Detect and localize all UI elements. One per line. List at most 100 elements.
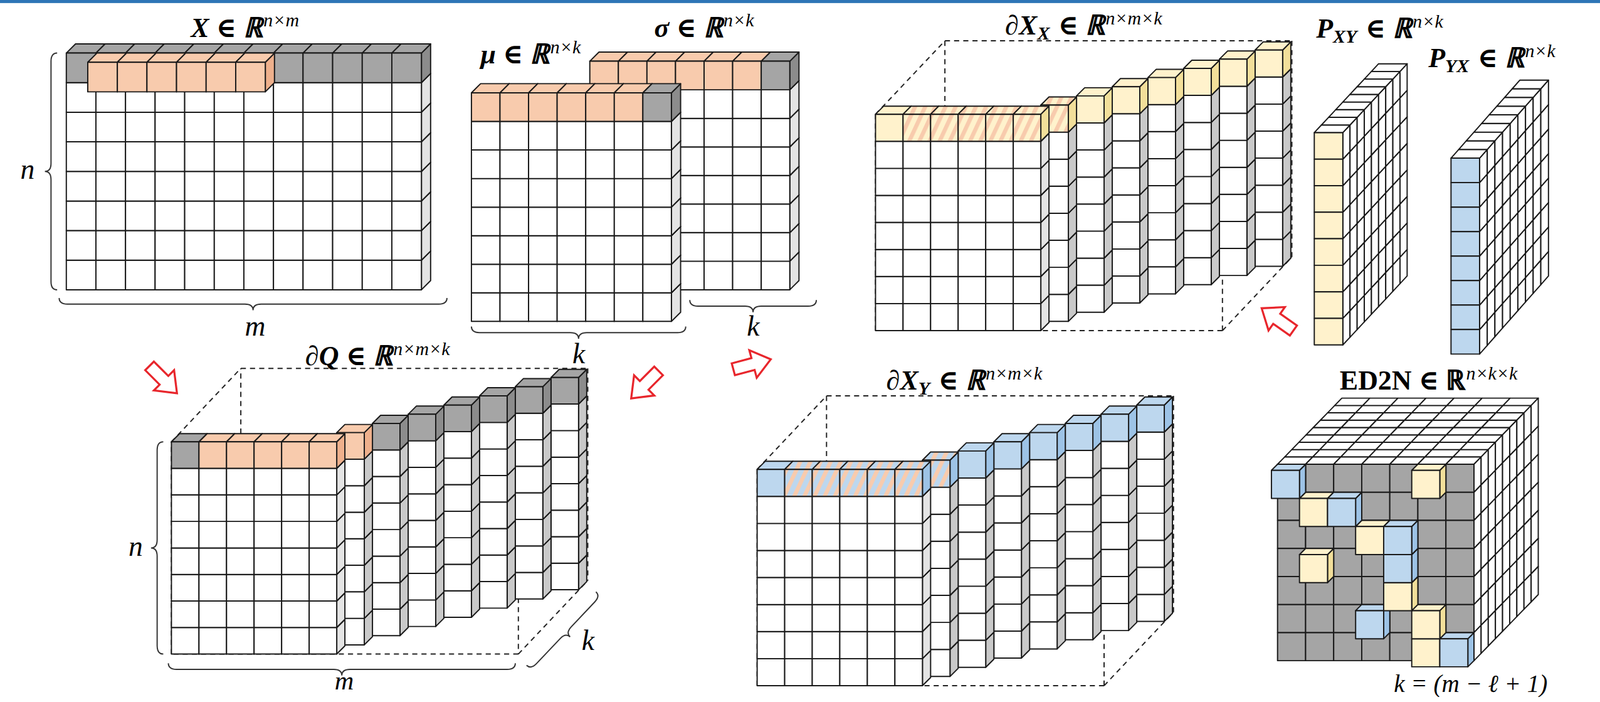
- cube-front: [761, 232, 790, 262]
- cube-front: [500, 92, 530, 122]
- cube-top: [479, 387, 516, 396]
- cube-front: [253, 574, 282, 601]
- cube-front: [1076, 176, 1105, 204]
- cube-front: [985, 141, 1014, 169]
- cube-front: [214, 112, 244, 142]
- cube-front: [839, 631, 868, 659]
- cube-front: [243, 260, 274, 290]
- cube-front: [839, 577, 868, 605]
- cube-front: [957, 303, 986, 331]
- cube-front: [1439, 638, 1468, 667]
- slab-top-cell: [1473, 123, 1511, 133]
- cube-front: [528, 292, 558, 322]
- cube-front: [528, 121, 558, 151]
- cube-front: [226, 441, 254, 468]
- cube-front: [1183, 149, 1212, 177]
- cube-front: [1147, 239, 1176, 267]
- cube-front: [171, 441, 199, 468]
- cube-front: [585, 178, 615, 208]
- cube-front: [309, 521, 337, 548]
- slab-top-cell: [1349, 86, 1386, 95]
- cube-front: [479, 475, 508, 502]
- cube-front: [732, 203, 762, 233]
- cube-front: [957, 531, 986, 559]
- cube-front: [1100, 413, 1129, 441]
- cube-front: [443, 537, 472, 564]
- cube-front: [1147, 77, 1176, 105]
- cube-side-cell: [1531, 566, 1538, 602]
- cube-front: [243, 200, 274, 231]
- cube-front: [985, 276, 1014, 304]
- cube-front: [243, 141, 274, 172]
- cube-front: [1136, 405, 1165, 432]
- cube-front: [391, 82, 422, 113]
- cube-front: [1255, 77, 1283, 105]
- cube-front: [957, 194, 986, 222]
- cube-front: [957, 168, 986, 195]
- cube-front: [867, 495, 895, 523]
- cube-front: [957, 612, 986, 640]
- cube-front-cell: [1445, 576, 1474, 605]
- cube-front: [614, 235, 644, 265]
- cube-front: [875, 114, 903, 142]
- cube-front: [1013, 249, 1041, 277]
- cube-front: [362, 230, 392, 261]
- cube-front: [362, 171, 392, 201]
- cube-front: [176, 62, 207, 92]
- slab-top-cell: [1458, 140, 1496, 150]
- slab-front-cell: [1450, 157, 1480, 183]
- cube-front: [198, 468, 227, 495]
- cube-top: [1383, 519, 1419, 527]
- cube-front: [894, 549, 923, 577]
- cube-front: [154, 171, 185, 201]
- cube-front: [198, 574, 227, 601]
- cube-front: [585, 121, 615, 151]
- cube-front: [515, 439, 543, 466]
- cube-front: [198, 494, 227, 522]
- cube-front: [812, 577, 841, 605]
- cube-front: [812, 495, 841, 523]
- cube-front: [1065, 585, 1093, 613]
- cube-front: [66, 200, 96, 231]
- cube-front: [372, 582, 400, 609]
- cube-front: [704, 146, 733, 176]
- cube-front: [471, 292, 501, 322]
- cube-front: [704, 232, 733, 262]
- cube-front: [1147, 266, 1176, 294]
- cube-front: [732, 89, 762, 119]
- cube-front: [642, 121, 672, 151]
- cube-front: [226, 626, 254, 654]
- slab-top-cell: [1314, 124, 1350, 133]
- cube-front: [1076, 95, 1105, 123]
- cube-front: [1255, 184, 1283, 212]
- cube-front-cell: [1305, 604, 1334, 633]
- cube-front: [87, 62, 118, 92]
- cube-front: [732, 61, 762, 91]
- slab-front-cell: [1450, 329, 1480, 354]
- cube-front: [1065, 450, 1093, 478]
- cube-front: [1255, 157, 1283, 185]
- cube-front: [1100, 549, 1129, 577]
- cube-front: [957, 222, 986, 250]
- cube-front: [957, 249, 986, 277]
- cube-front: [281, 574, 310, 601]
- cube-front: [1355, 610, 1384, 639]
- cube-top: [515, 378, 552, 387]
- cube-front: [171, 626, 199, 654]
- cube-front: [408, 440, 436, 468]
- cube-front: [784, 495, 813, 523]
- cube-front: [985, 249, 1014, 277]
- cube-front: [1219, 140, 1248, 168]
- cube-front: [226, 547, 254, 574]
- cube-front: [1355, 526, 1384, 555]
- cube-front: [443, 405, 472, 432]
- cube-front: [732, 260, 762, 290]
- cube-front: [642, 178, 672, 208]
- cube-front: [784, 468, 813, 496]
- cube-front: [867, 577, 895, 605]
- cube-front-cell: [1445, 547, 1474, 577]
- cube-front: [757, 658, 785, 686]
- cube-front: [551, 377, 579, 404]
- cube-top: [1100, 405, 1137, 414]
- cube-top: [1299, 547, 1335, 555]
